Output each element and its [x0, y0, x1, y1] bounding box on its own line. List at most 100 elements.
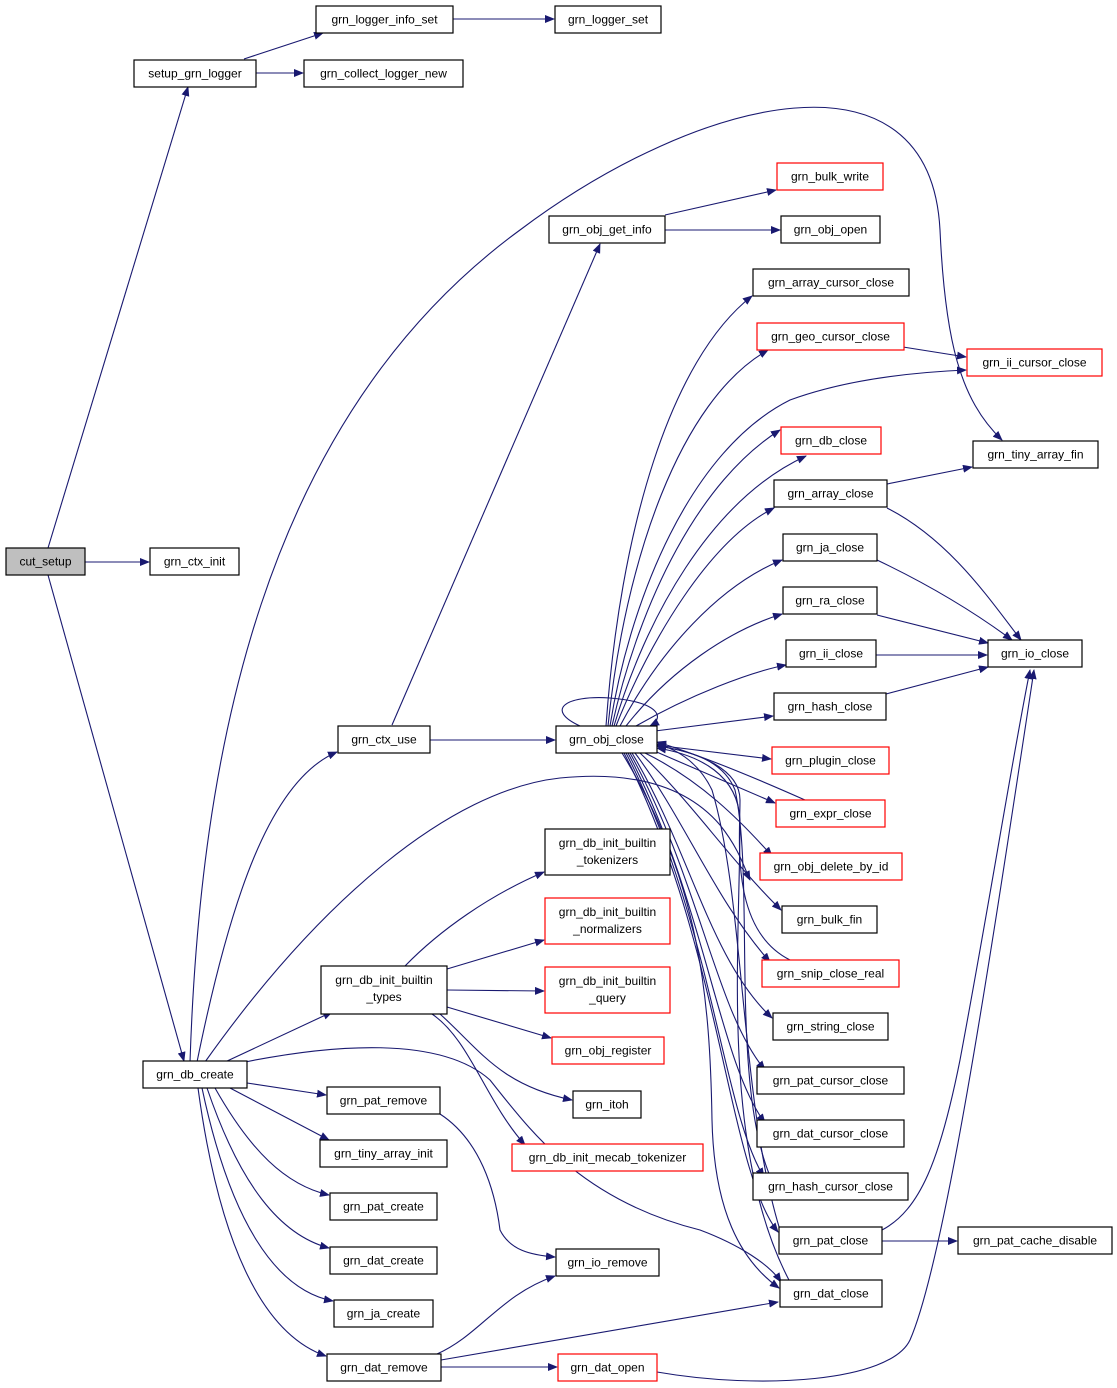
- node-label: grn_ii_close: [799, 647, 863, 661]
- edge-grn-ja-close-to-grn-io-close: [876, 559, 1013, 641]
- edge-grn-obj-close-to-grn-db-close-b: [613, 455, 807, 727]
- edge-grn-obj-close-self-loop: [561, 697, 660, 727]
- node-grn-geo-cursor-close[interactable]: grn_geo_cursor_close: [756, 322, 905, 351]
- edge-grn-pat-close-to-grn-io-close: [881, 669, 1033, 1231]
- node-grn-db-init-builtin-tokenizers[interactable]: grn_db_init_builtin_tokenizers: [544, 828, 671, 876]
- node-grn-obj-open[interactable]: grn_obj_open: [780, 215, 881, 244]
- edge-grn-dat-remove-to-grn-io-remove: [436, 1275, 556, 1355]
- node-grn-array-cursor-close[interactable]: grn_array_cursor_close: [752, 268, 910, 297]
- edge-grn-expr-close-to-grn-obj-close: [656, 740, 806, 801]
- node-grn-logger-set[interactable]: grn_logger_set: [554, 5, 662, 34]
- node-grn-dat-remove[interactable]: grn_dat_remove: [326, 1353, 442, 1382]
- node-cut-setup[interactable]: cut_setup: [5, 547, 86, 576]
- node-grn-obj-register[interactable]: grn_obj_register: [551, 1036, 665, 1065]
- node-grn-db-init-builtin-query[interactable]: grn_db_init_builtin _query: [544, 966, 671, 1014]
- node-grn-db-init-builtin-normalizers[interactable]: grn_db_init_builtin_normalizers: [544, 897, 671, 945]
- node-grn-io-close[interactable]: grn_io_close: [987, 639, 1083, 668]
- node-label: grn_itoh: [585, 1098, 628, 1112]
- edge-grn-dat-close-to-grn-obj-close: [656, 745, 791, 1283]
- node-label: grn_snip_close_real: [777, 967, 884, 981]
- node-grn-dat-open[interactable]: grn_dat_open: [557, 1353, 658, 1382]
- node-grn-string-close[interactable]: grn_string_close: [772, 1012, 889, 1041]
- node-grn-io-remove[interactable]: grn_io_remove: [555, 1248, 660, 1277]
- node-grn-ctx-use[interactable]: grn_ctx_use: [337, 725, 431, 754]
- node-label-line-1: grn_db_init_builtin: [559, 974, 656, 988]
- node-label: grn_db_create: [156, 1068, 234, 1082]
- edge-grn-obj-close-to-grn-hash-close: [654, 713, 774, 732]
- node-label: grn_pat_cache_disable: [973, 1234, 1097, 1248]
- node-label: grn_ja_close: [796, 541, 864, 555]
- edge-cut-setup-to-grn-db-create: [47, 574, 186, 1062]
- node-grn-itoh[interactable]: grn_itoh: [572, 1090, 642, 1119]
- node-label-line-2: _tokenizers: [576, 853, 638, 867]
- node-label: setup_grn_logger: [148, 67, 241, 81]
- node-label: grn_obj_delete_by_id: [774, 860, 889, 874]
- node-grn-snip-close-real[interactable]: grn_snip_close_real: [761, 959, 900, 988]
- node-grn-db-init-mecab-tokenizer[interactable]: grn_db_init_mecab_tokenizer: [511, 1143, 704, 1172]
- edge-grn-obj-close-to-grn-array-cursor-close: [605, 295, 753, 727]
- node-label: grn_string_close: [786, 1020, 874, 1034]
- edge-grn-db-init-builtin-types-to-grn-db-init-mecab-tokenizer: [431, 1013, 526, 1146]
- node-grn-pat-close[interactable]: grn_pat_close: [778, 1226, 883, 1255]
- node-grn-bulk-write[interactable]: grn_bulk_write: [776, 162, 884, 191]
- node-grn-tiny-array-init[interactable]: grn_tiny_array_init: [319, 1139, 448, 1168]
- node-label: grn_collect_logger_new: [320, 67, 447, 81]
- node-label-line-1: grn_db_init_builtin: [559, 905, 656, 919]
- node-grn-dat-close[interactable]: grn_dat_close: [779, 1279, 883, 1308]
- node-label: grn_db_init_mecab_tokenizer: [529, 1151, 686, 1165]
- node-grn-db-create[interactable]: grn_db_create: [142, 1060, 248, 1089]
- node-grn-ctx-init[interactable]: grn_ctx_init: [149, 547, 240, 576]
- node-grn-pat-create[interactable]: grn_pat_create: [329, 1192, 438, 1221]
- node-label: grn_dat_create: [343, 1254, 424, 1268]
- node-grn-pat-cache-disable[interactable]: grn_pat_cache_disable: [957, 1226, 1113, 1255]
- node-grn-pat-remove[interactable]: grn_pat_remove: [326, 1086, 441, 1115]
- node-grn-db-init-builtin-types[interactable]: grn_db_init_builtin_types: [320, 965, 448, 1015]
- node-grn-dat-create[interactable]: grn_dat_create: [329, 1246, 438, 1275]
- node-grn-obj-close[interactable]: grn_obj_close: [555, 725, 658, 754]
- node-grn-bulk-fin[interactable]: grn_bulk_fin: [781, 905, 878, 934]
- node-grn-array-close[interactable]: grn_array_close: [773, 479, 888, 508]
- node-grn-ii-cursor-close[interactable]: grn_ii_cursor_close: [966, 348, 1103, 377]
- node-grn-ja-close[interactable]: grn_ja_close: [782, 533, 878, 562]
- node-grn-hash-cursor-close[interactable]: grn_hash_cursor_close: [752, 1172, 909, 1201]
- node-grn-plugin-close[interactable]: grn_plugin_close: [771, 746, 890, 775]
- edge-grn-dat-remove-to-grn-dat-close: [440, 1299, 779, 1361]
- node-grn-obj-get-info[interactable]: grn_obj_get_info: [548, 215, 666, 244]
- edge-grn-obj-close-to-grn-snip-close-real: [634, 752, 771, 963]
- node-label: grn_bulk_fin: [797, 913, 862, 927]
- node-label: grn_io_close: [1001, 647, 1069, 661]
- node-label: grn_pat_close: [793, 1234, 869, 1248]
- node-label: grn_hash_close: [788, 700, 873, 714]
- node-grn-pat-cursor-close[interactable]: grn_pat_cursor_close: [756, 1066, 905, 1095]
- node-grn-ii-close[interactable]: grn_ii_close: [785, 639, 877, 668]
- node-grn-dat-cursor-close[interactable]: grn_dat_cursor_close: [756, 1119, 905, 1148]
- edge-grn-ra-close-to-grn-io-close: [876, 614, 989, 645]
- node-grn-db-close[interactable]: grn_db_close: [780, 426, 882, 455]
- node-grn-ja-create[interactable]: grn_ja_create: [333, 1299, 434, 1328]
- edge-grn-obj-close-to-grn-obj-delete-by-id: [644, 752, 773, 857]
- edge-grn-array-close-to-grn-io-close: [886, 507, 1022, 641]
- edge-grn-obj-close-to-grn-ii-close: [635, 662, 787, 727]
- edge-grn-pat-remove-to-grn-io-remove: [439, 1113, 556, 1261]
- node-grn-collect-logger-new[interactable]: grn_collect_logger_new: [303, 59, 464, 88]
- node-grn-ra-close[interactable]: grn_ra_close: [782, 586, 878, 615]
- node-label-line-2: _query: [588, 991, 626, 1005]
- node-label: grn_pat_cursor_close: [773, 1074, 889, 1088]
- node-label: grn_db_close: [795, 434, 867, 448]
- node-grn-expr-close[interactable]: grn_expr_close: [775, 799, 886, 828]
- node-setup-grn-logger[interactable]: setup_grn_logger: [133, 59, 257, 88]
- node-label: grn_ii_cursor_close: [982, 356, 1086, 370]
- node-label: grn_bulk_write: [791, 170, 869, 184]
- edge-grn-db-init-builtin-types-to-query: [446, 986, 545, 995]
- node-grn-hash-close[interactable]: grn_hash_close: [773, 692, 887, 721]
- edge-grn-obj-close-to-grn-expr-close: [651, 749, 776, 804]
- node-grn-logger-info-set[interactable]: grn_logger_info_set: [315, 5, 454, 34]
- node-label: grn_geo_cursor_close: [771, 330, 890, 344]
- node-grn-obj-delete-by-id[interactable]: grn_obj_delete_by_id: [759, 852, 903, 881]
- edge-grn-db-init-builtin-types-to-normalizers: [446, 938, 545, 970]
- node-label: grn_obj_close: [569, 733, 644, 747]
- node-grn-tiny-array-fin[interactable]: grn_tiny_array_fin: [972, 440, 1099, 469]
- node-label-line-1: grn_db_init_builtin: [335, 973, 432, 987]
- edge-grn-db-create-to-grn-ctx-use: [196, 751, 338, 1063]
